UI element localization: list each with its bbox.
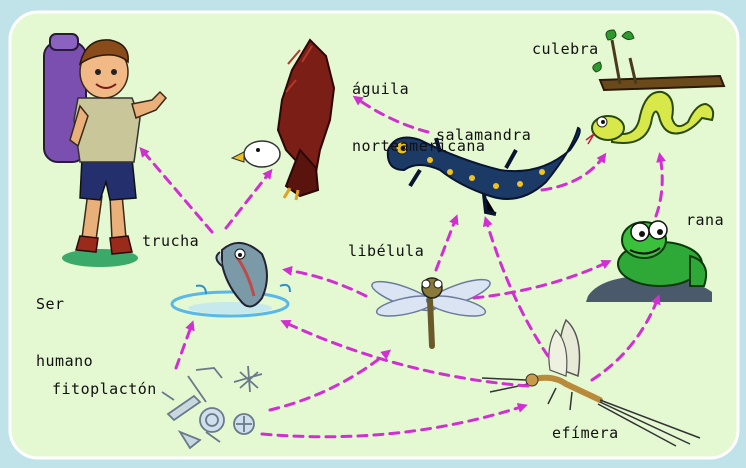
label-ser-humano: Ser humano: [36, 257, 93, 390]
label-ser-humano-line2: humano: [36, 352, 93, 371]
label-trucha: trucha: [142, 232, 199, 251]
label-fitoplancton: fitoplactón: [52, 380, 157, 399]
label-aguila-line1: águila: [352, 80, 485, 99]
label-aguila: águila norteamericana: [352, 42, 485, 175]
label-libelula: libélula: [348, 242, 424, 261]
label-salamandra: salamandra: [436, 126, 531, 145]
label-ser-humano-line1: Ser: [36, 295, 93, 314]
label-culebra: culebra: [532, 40, 599, 59]
label-rana: rana: [686, 211, 724, 230]
label-efimera: efímera: [552, 424, 619, 443]
